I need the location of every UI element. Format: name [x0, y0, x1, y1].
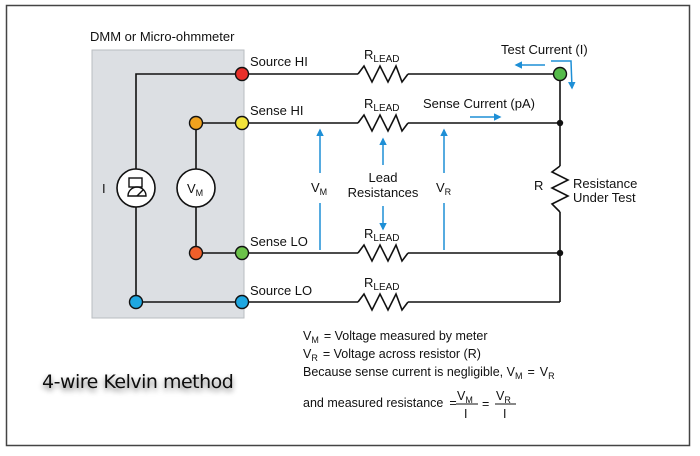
lead-resistor-source-lo [357, 292, 409, 312]
rlead-label-3: RLEAD [364, 226, 400, 244]
terminal-label-sense-lo: Sense LO [250, 234, 308, 249]
eq2: = [482, 397, 489, 411]
terminal-label-sense-hi: Sense HI [250, 103, 303, 118]
lead-resistor-source-hi [357, 64, 409, 84]
lead-resistor-sense-hi [357, 113, 409, 133]
rlead-label-1: RLEAD [364, 47, 400, 65]
dut-desc-1: Resistance [573, 176, 637, 191]
dut-label: R [534, 178, 543, 193]
terminal-source-lo [234, 294, 250, 310]
frac2-num: VR [496, 389, 511, 405]
rlead-label-4: RLEAD [364, 275, 400, 293]
lead-resistances-label-1: Lead [369, 170, 398, 185]
terminal-sense-hi [234, 115, 250, 131]
test-current-arrow-down [551, 60, 576, 90]
caption: 4-wire Kelvin method [42, 371, 233, 393]
meter-title: DMM or Micro-ohmmeter [90, 29, 235, 44]
rlead-label-2: RLEAD [364, 96, 400, 114]
junction-sense-hi [556, 119, 564, 127]
wire-source-hi-inner [135, 73, 242, 169]
note-line-2: VR= Voltage across resistor (R) [303, 347, 481, 363]
note-line-3: Because sense current is negligible, VM=… [303, 365, 555, 381]
sense-current-label: Sense Current (pA) [423, 96, 535, 111]
node-sense-lo-inner [188, 245, 204, 261]
terminal-label-source-lo: Source LO [250, 283, 312, 298]
vm-label: VM [311, 180, 327, 197]
note-line-1: VM= Voltage measured by meter [303, 329, 487, 345]
terminal-sense-lo [234, 245, 250, 261]
lead-resistor-sense-lo [357, 243, 409, 263]
voltmeter-label: VM [187, 181, 203, 198]
meter-box [91, 49, 245, 319]
ammeter-label: I [102, 181, 106, 196]
dut-desc-2: Under Test [573, 190, 636, 205]
voltmeter [176, 168, 216, 208]
frac1-den: I [464, 407, 467, 421]
frac1-num: VM [457, 389, 473, 405]
node-sense-hi-inner [188, 115, 204, 131]
notes: VM= Voltage measured by meter VR= Voltag… [303, 329, 555, 421]
test-current-label: Test Current (I) [501, 42, 588, 57]
vr-label: VR [436, 180, 452, 197]
lead-resistances-label-2: Resistances [348, 185, 419, 200]
ammeter-icon [127, 177, 147, 197]
node-source-lo-inner [128, 294, 144, 310]
frac2-den: I [503, 407, 506, 421]
ammeter [116, 168, 156, 208]
terminal-source-hi [234, 66, 250, 82]
dut-resistor [550, 165, 570, 213]
terminal-label-source-hi: Source HI [250, 54, 308, 69]
junction-sense-lo [556, 249, 564, 257]
note-line-4: and measured resistance= [303, 396, 457, 410]
node-dut-top [552, 66, 568, 82]
